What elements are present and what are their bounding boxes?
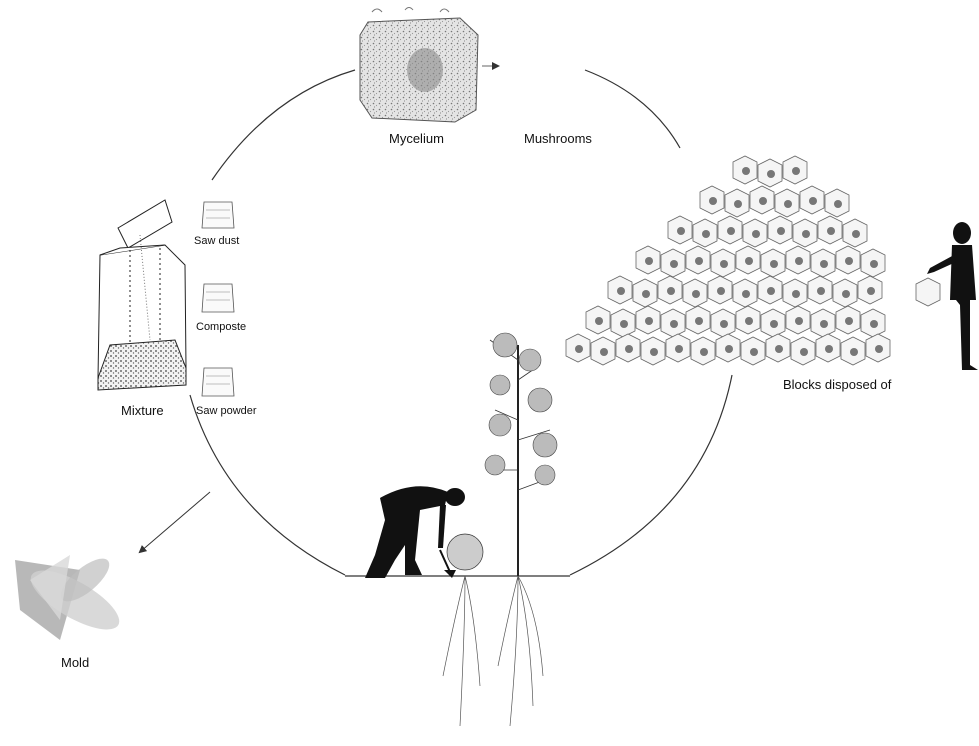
disposed-block [736,306,760,334]
disposed-block [800,186,824,214]
mixture-bag-icon [98,200,186,390]
label-blocks-disposed: Blocks disposed of [783,377,891,392]
saw-dust-sack-icon [202,202,234,228]
disposed-block [761,309,785,337]
mold-shapes-icon [15,552,127,641]
disposed-block [700,186,724,214]
shrub-icon [443,534,483,726]
disposed-block [636,306,660,334]
disposed-block [661,249,685,277]
disposed-block [611,309,635,337]
disposed-block [758,276,782,304]
label-saw-dust: Saw dust [194,235,239,247]
disposed-block [733,156,757,184]
disposed-block [691,337,715,365]
disposed-block [758,159,782,187]
disposed-block [716,334,740,362]
disposed-block [750,186,774,214]
disposed-block [811,249,835,277]
tree-icon [485,333,557,726]
disposed-block [686,246,710,274]
arc-right [570,375,732,575]
disposed-block [741,337,765,365]
label-mushrooms: Mushrooms [524,131,592,146]
disposed-block [775,189,799,217]
disposed-block [768,216,792,244]
mycelium-block-icon [360,8,478,123]
disposed-block [783,156,807,184]
disposed-block [693,219,717,247]
disposed-block [736,246,760,274]
disposed-block [843,219,867,247]
disposed-block [861,309,885,337]
disposed-block [866,334,890,362]
disposed-block [566,334,590,362]
blocks-pile-icon [566,156,940,365]
saw-powder-sack-icon [202,368,234,396]
disposed-block [718,216,742,244]
disposed-block [658,276,682,304]
disposed-block [616,334,640,362]
disposed-block [811,309,835,337]
label-mixture: Mixture [121,403,164,418]
disposed-block [608,276,632,304]
disposed-block [766,334,790,362]
disposed-block [825,189,849,217]
disposed-block [633,279,657,307]
disposed-block [858,276,882,304]
disposed-block [841,337,865,365]
disposed-block [711,309,735,337]
disposed-block [711,249,735,277]
disposed-block [861,249,885,277]
disposed-block [916,278,940,306]
disposed-block [808,276,832,304]
disposed-block [836,246,860,274]
disposed-block [641,337,665,365]
disposed-block [816,334,840,362]
disposed-block [783,279,807,307]
disposed-block [733,279,757,307]
disposed-block [791,337,815,365]
disposed-block [786,306,810,334]
disposed-block [725,189,749,217]
composte-sack-icon [202,284,234,312]
disposed-block [833,279,857,307]
label-mycelium: Mycelium [389,131,444,146]
disposed-block [666,334,690,362]
gardener-silhouette-icon [365,486,465,578]
disposed-block [708,276,732,304]
disposed-block [761,249,785,277]
disposed-block [586,306,610,334]
disposed-block [686,306,710,334]
disposed-block [661,309,685,337]
arc-left [190,395,345,575]
arc-top-right [585,70,680,148]
disposed-block [743,219,767,247]
disposed-block [591,337,615,365]
label-composte: Composte [196,321,246,333]
disposed-block [668,216,692,244]
disposed-block [793,219,817,247]
disposed-block [786,246,810,274]
disposed-block [818,216,842,244]
label-saw-powder: Saw powder [196,405,257,417]
arc-top-left [212,70,355,180]
disposed-block [683,279,707,307]
disposed-block [836,306,860,334]
arrow-to-mold-icon [140,492,210,552]
label-mold: Mold [61,655,89,670]
disposed-block [636,246,660,274]
